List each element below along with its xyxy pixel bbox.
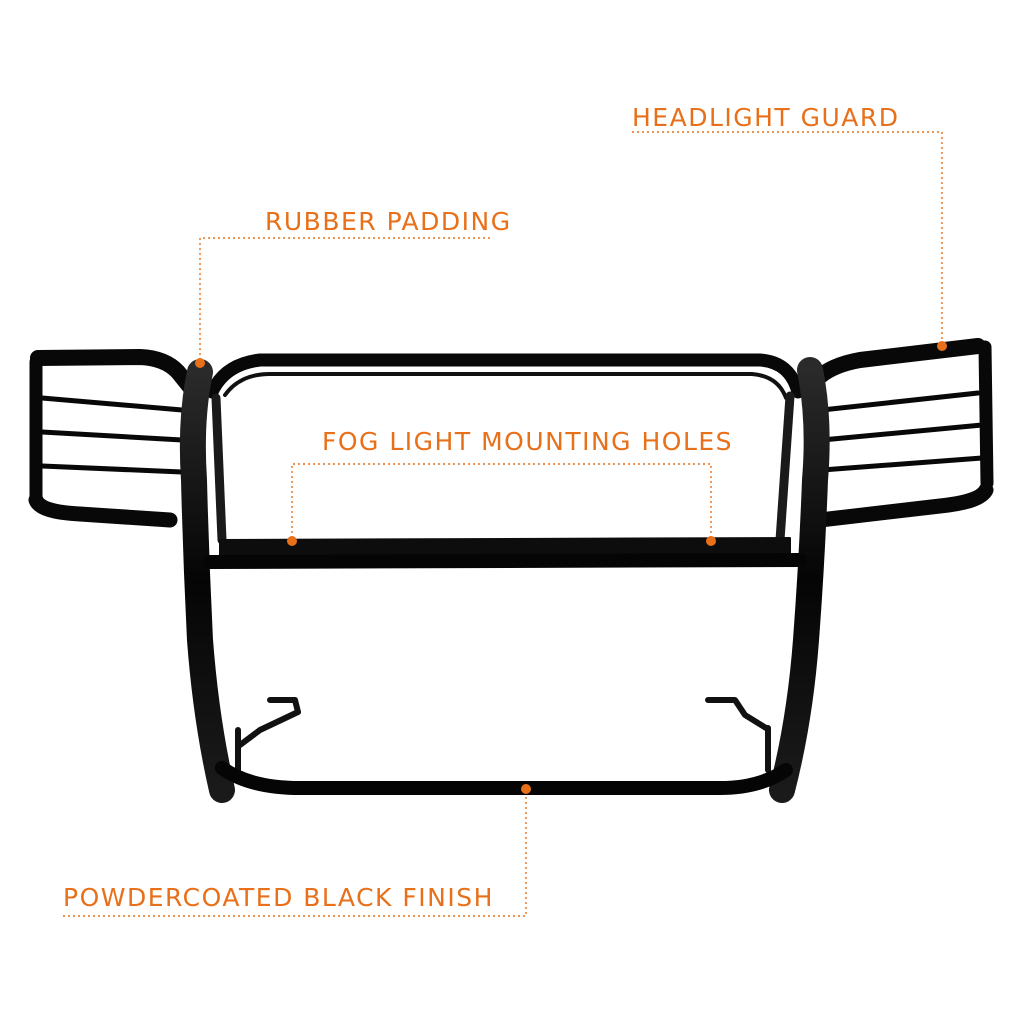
rubber-padding-label: RUBBER PADDING [265,207,512,236]
dot-headlight [937,341,947,351]
dot-rubber [195,358,205,368]
callout-dots [195,341,947,794]
bottom-bar [215,761,793,795]
fog-light-holes-label: FOG LIGHT MOUNTING HOLES [322,427,734,456]
middle-bar [203,553,807,569]
right-headlight-guard [810,338,994,528]
headlight-guard-label: HEADLIGHT GUARD [632,103,900,132]
leader-fog [291,463,712,540]
left-headlight-guard [28,349,202,528]
right-upright [769,357,830,803]
finish-label: POWDERCOATED BLACK FINISH [63,883,494,912]
right-bracket [705,697,771,773]
top-bar [205,353,805,399]
dot-fog-right [706,536,716,546]
leader-finish [63,790,527,917]
leader-headlight [632,131,943,343]
grille-guard [28,338,994,803]
left-bracket [235,697,301,775]
dot-finish [521,784,531,794]
leader-rubber [199,237,490,360]
dot-fog-left [287,536,297,546]
leader-lines [63,131,943,917]
left-upright [179,359,235,803]
